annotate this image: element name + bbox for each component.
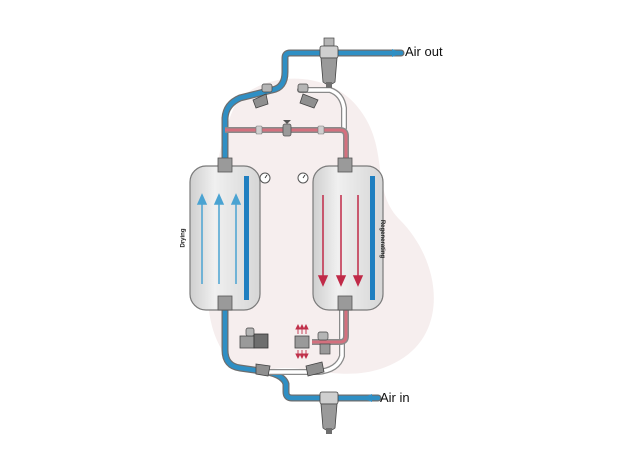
valve-icon [297,83,319,109]
regenerating-vessel [312,157,384,311]
regenerating-label: Regenerating [379,219,386,259]
valve-icon [239,327,269,349]
filter-icon [319,391,339,434]
gauge-icon [297,172,309,184]
air-in-label: Air in [380,390,410,405]
valve-icon [305,361,325,377]
fitting-icon [255,125,263,135]
regeneration-air-piping [225,127,349,345]
air-out-label: Air out [405,44,443,59]
air-in-arrow-icon [362,394,372,402]
regenerating-flow-arrows [317,195,364,287]
gauge-icon [259,172,271,184]
drying-flow-arrows [196,193,242,284]
drying-label: Drying [180,228,187,248]
process-air-piping [221,49,405,402]
valve-icon [255,363,271,377]
filter-icon [319,37,339,88]
fitting-icon [317,125,325,135]
valve-icon [317,331,331,355]
air-out-arrow-icon [392,49,401,57]
valve-icon [252,83,273,109]
silencer-icon [294,323,310,360]
purge-valve-icon [282,120,292,137]
drying-vessel [189,157,261,311]
